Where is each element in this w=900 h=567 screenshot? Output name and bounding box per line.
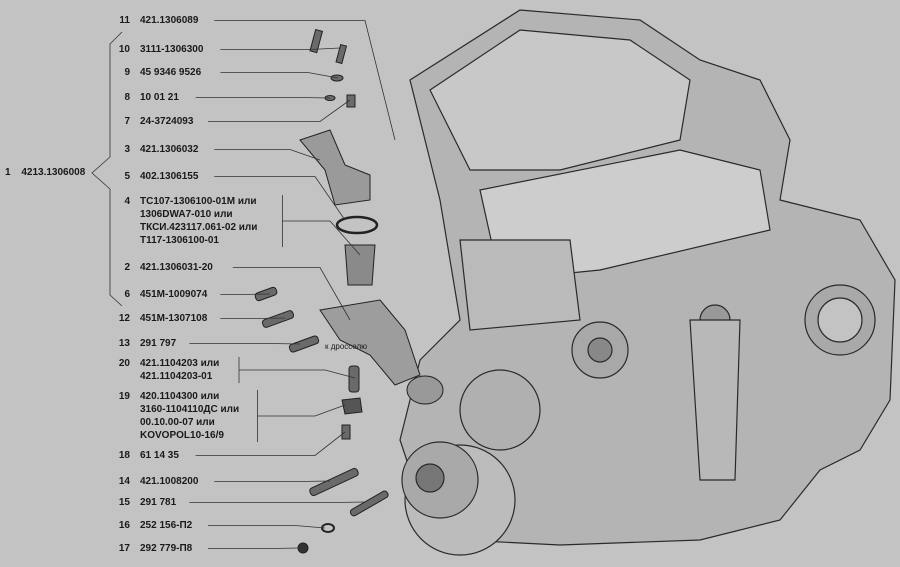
part-number: 17 bbox=[118, 543, 130, 554]
leader-line bbox=[220, 317, 286, 319]
part-number: 2 bbox=[124, 262, 130, 273]
part-code: 1306DWA7-010 или bbox=[140, 209, 233, 220]
part-number: 15 bbox=[118, 497, 130, 508]
part-code: 291 781 bbox=[140, 497, 177, 508]
leader-line bbox=[195, 97, 331, 99]
leader-line bbox=[208, 547, 301, 549]
part-code: 402.1306155 bbox=[140, 171, 199, 182]
leader-line bbox=[214, 176, 346, 221]
part-code: 292 779-П8 bbox=[140, 543, 193, 554]
part-number: 6 bbox=[124, 289, 130, 300]
assembly-code: 4213.1306008 bbox=[21, 167, 86, 178]
leader-line bbox=[257, 404, 346, 417]
part-number: 18 bbox=[118, 450, 130, 461]
assembly-bracket bbox=[91, 31, 123, 307]
part-code: ТКСИ.423117.061-02 или bbox=[140, 222, 258, 233]
part-code: ТС107-1306100-01М или bbox=[140, 196, 257, 207]
leader-line bbox=[189, 501, 366, 503]
part-number: 12 bbox=[118, 313, 130, 324]
part-code: 420.1104300 или bbox=[140, 391, 220, 402]
leader-line bbox=[208, 99, 351, 122]
part-code: Т117-1306100-01 bbox=[140, 235, 219, 246]
leader-line bbox=[239, 369, 356, 379]
engine-illustration bbox=[399, 9, 896, 556]
assembly-label: 1 4213.1306008 bbox=[5, 166, 85, 179]
part-code: 00.10.00-07 или bbox=[140, 417, 215, 428]
part-number: 8 bbox=[124, 92, 130, 103]
part-code: 421.1104203-01 bbox=[140, 371, 213, 382]
part-code: 451М-1009074 bbox=[140, 289, 208, 300]
part-number: 9 bbox=[124, 67, 130, 78]
part-code: KOVOPOL10-16/9 bbox=[140, 430, 224, 441]
part-code: 61 14 35 bbox=[140, 450, 179, 461]
part-code: 291 797 bbox=[140, 338, 177, 349]
part-code: 45 9346 9526 bbox=[140, 67, 202, 78]
leader-line bbox=[214, 480, 331, 482]
part-number: 13 bbox=[118, 338, 130, 349]
part-code: 3160-1104110ДС или bbox=[140, 404, 240, 415]
leader-line bbox=[189, 343, 301, 345]
part-number: 20 bbox=[118, 358, 130, 369]
part-code: 3111-1306300 bbox=[140, 44, 204, 55]
part-number: 10 bbox=[118, 44, 130, 55]
leader-line bbox=[220, 72, 339, 79]
throttle-annotation: к дросселю bbox=[325, 342, 368, 351]
part-code: 421.1306032 bbox=[140, 144, 199, 155]
part-code: 451М-1307108 bbox=[140, 313, 208, 324]
leader-lines bbox=[189, 20, 396, 549]
leader-line bbox=[195, 431, 346, 456]
leader-line bbox=[208, 525, 326, 529]
part-number: 16 bbox=[118, 520, 130, 531]
part-code: 421.1306031-20 bbox=[140, 262, 213, 273]
leader-line bbox=[232, 267, 351, 321]
part-number: 4 bbox=[124, 196, 130, 207]
part-number: 7 bbox=[124, 116, 130, 127]
leader-line bbox=[214, 149, 321, 161]
part-code: 421.1008200 bbox=[140, 476, 199, 487]
part-number: 14 bbox=[118, 476, 130, 487]
part-code: 24-3724093 bbox=[140, 116, 194, 127]
leader-line bbox=[220, 47, 341, 50]
part-number: 3 bbox=[124, 144, 130, 155]
leader-line bbox=[214, 20, 396, 141]
assembly-number: 1 bbox=[5, 167, 11, 178]
part-number: 11 bbox=[119, 15, 130, 26]
part-code: 252 156-П2 bbox=[140, 520, 193, 531]
part-number: 5 bbox=[124, 171, 130, 182]
leader-line bbox=[220, 293, 271, 295]
part-code: 421.1306089 bbox=[140, 15, 199, 26]
part-code: 10 01 21 bbox=[140, 92, 179, 103]
leader-line bbox=[282, 220, 361, 256]
part-code: 421.1104203 или bbox=[140, 358, 220, 369]
part-number: 19 bbox=[118, 391, 130, 402]
